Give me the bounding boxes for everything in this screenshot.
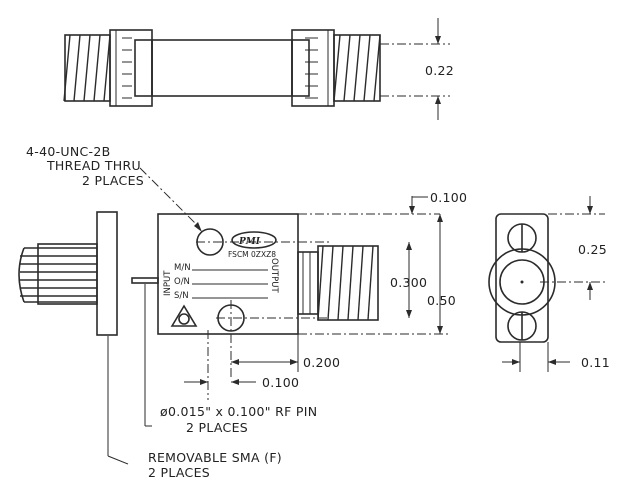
dim-label-0-300: 0.300 xyxy=(390,275,427,290)
side-view: 0.25 0.11 xyxy=(488,196,610,372)
label-block: M/N O/N S/N INPUT OUTPUT xyxy=(163,258,279,301)
sma-callout-line1: REMOVABLE SMA (F) xyxy=(148,450,282,465)
right-sma-connector-front xyxy=(297,245,379,321)
label-input: INPUT xyxy=(163,270,173,296)
dimension-0-11: 0.11 xyxy=(502,342,610,372)
pin-callout: ø0.015" x 0.100" RF PIN 2 PLACES xyxy=(144,284,317,435)
label-sn: S/N xyxy=(174,291,189,301)
dimension-0-50: 0.50 xyxy=(427,214,456,334)
dim-label-0-22: 0.22 xyxy=(425,63,454,78)
dimension-0-300: 0.300 xyxy=(390,242,427,318)
label-output: OUTPUT xyxy=(269,258,279,293)
label-on: O/N xyxy=(174,277,190,287)
dimension-0-22: 0.22 xyxy=(380,18,454,120)
esd-symbol-icon xyxy=(170,304,198,327)
dim-label-0-25: 0.25 xyxy=(578,242,607,257)
thread-callout-line3: 2 PLACES xyxy=(82,173,144,188)
dim-label-0-100-top: 0.100 xyxy=(430,190,467,205)
label-mn: M/N xyxy=(174,263,191,273)
fscm-text: FSCM 0ZXZ8 xyxy=(228,250,276,259)
pmi-logo: PMI FSCM 0ZXZ8 xyxy=(228,231,277,259)
left-sma-connector-top xyxy=(63,29,153,107)
dim-label-0-11: 0.11 xyxy=(581,355,610,370)
pin-callout-line2: 2 PLACES xyxy=(186,420,248,435)
thread-callout-line1: 4-40-UNC-2B xyxy=(26,144,110,159)
rf-pin xyxy=(131,277,159,284)
body-top xyxy=(151,39,293,97)
dimension-0-200: 0.200 xyxy=(231,334,340,372)
thread-callout-line2: THREAD THRU xyxy=(46,158,141,173)
right-sma-connector-top xyxy=(291,29,381,107)
logo-text: PMI xyxy=(238,237,261,247)
sma-callout-line2: 2 PLACES xyxy=(148,465,210,480)
dim-label-0-200: 0.200 xyxy=(303,355,340,370)
dimension-0-25: 0.25 xyxy=(578,196,607,300)
dimension-0-100-top: 0.100 xyxy=(409,190,467,214)
sma-callout: REMOVABLE SMA (F) 2 PLACES xyxy=(107,336,282,480)
dim-label-0-100-bottom: 0.100 xyxy=(262,375,299,390)
pin-callout-line1: ø0.015" x 0.100" RF PIN xyxy=(160,404,317,419)
left-sma-connector-front xyxy=(18,211,118,336)
thread-callout: 4-40-UNC-2B THREAD THRU 2 PLACES xyxy=(26,144,202,232)
dim-label-0-50: 0.50 xyxy=(427,293,456,308)
top-view: 0.22 xyxy=(63,18,454,120)
dimension-0-100-bottom: 0.100 xyxy=(184,375,299,390)
front-view: PMI FSCM 0ZXZ8 M/N O/N S/N INPUT OUTPUT xyxy=(18,190,467,400)
